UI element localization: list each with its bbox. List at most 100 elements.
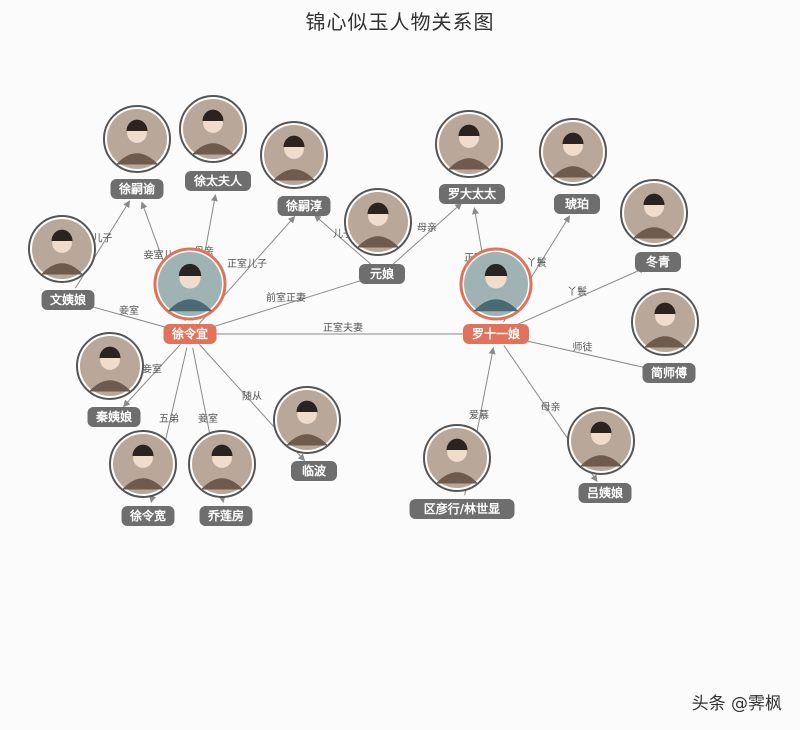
avatar-hair <box>446 438 468 450</box>
node-xuling[interactable]: 徐令宜 <box>153 247 227 344</box>
avatar-body <box>633 227 675 239</box>
avatar-body <box>122 478 164 490</box>
avatar-body <box>286 434 328 446</box>
node-label: 琥珀 <box>565 196 589 211</box>
avatar-body <box>357 236 399 248</box>
edge-yn-xsc <box>314 214 372 266</box>
node-label-pill <box>199 506 253 526</box>
node-lddt[interactable]: 罗大太太 <box>435 110 505 204</box>
node-qlf[interactable]: 乔莲房 <box>188 430 256 526</box>
edge-label: 五弟 <box>159 413 179 425</box>
node-label: 乔莲房 <box>207 508 244 523</box>
edge-label: 妾室 <box>119 304 139 317</box>
node-label-pill <box>87 407 141 427</box>
avatar-body <box>644 336 686 348</box>
avatar-body <box>116 153 158 165</box>
avatar-hair <box>51 229 73 241</box>
avatar-body <box>552 166 594 178</box>
node-yn[interactable]: 元娘 <box>344 188 412 284</box>
node-label-pill <box>635 252 681 272</box>
node-xsy[interactable]: 徐嗣谕 <box>103 105 171 199</box>
node-label: 罗十一娘 <box>472 326 520 341</box>
edge-label: 母亲 <box>417 221 437 234</box>
edge-label: 母亲 <box>541 401 561 414</box>
page-title: 锦心似玉人物关系图 <box>305 10 495 34</box>
avatar-body <box>580 455 622 467</box>
node-label-pill <box>121 506 175 526</box>
node-label-pill <box>291 461 337 481</box>
node-label-pill <box>110 179 164 199</box>
edge-xuling-wyn <box>80 302 177 331</box>
node-label-pill <box>554 194 600 214</box>
node-qyh[interactable]: 区彦行/林世显 <box>409 424 515 519</box>
node-xsc[interactable]: 徐嗣淳 <box>260 121 331 216</box>
avatar-hair <box>643 193 665 205</box>
watermark: 头条 @霁枫 <box>691 694 782 714</box>
node-label: 区彦行/林世显 <box>424 501 500 516</box>
node-label-pill <box>185 171 251 191</box>
node-wyn[interactable]: 文姨娘 <box>28 215 96 310</box>
node-label-pill <box>463 324 529 344</box>
edge-xuling-yn <box>203 276 370 331</box>
avatar-hair <box>202 109 224 121</box>
avatar-body <box>448 158 490 170</box>
avatar-hair <box>99 346 121 358</box>
avatar-hair <box>296 400 318 412</box>
node-label-pill <box>359 264 405 284</box>
avatar-body <box>436 472 478 484</box>
avatar-body <box>192 143 234 155</box>
avatar-hair <box>562 132 584 144</box>
avatar-hair <box>178 263 202 276</box>
edge-label: 妾室 <box>142 363 162 376</box>
node-label: 徐令宽 <box>129 508 166 523</box>
edge-xuling-qyn <box>122 343 181 408</box>
node-label: 徐嗣淳 <box>285 198 322 213</box>
node-lyn[interactable]: 吕姨娘 <box>567 407 635 503</box>
avatar-hair <box>132 444 154 456</box>
node-label: 临波 <box>302 463 327 478</box>
node-qyn[interactable]: 秦姨娘 <box>76 332 144 427</box>
node-label: 吕姨娘 <box>587 485 623 500</box>
node-label: 冬青 <box>646 254 670 269</box>
avatar-hair <box>458 124 480 136</box>
node-hp[interactable]: 琥珀 <box>539 118 607 214</box>
avatar-hair <box>126 119 148 131</box>
edge-label: 师徒 <box>573 341 593 354</box>
node-label: 文姨娘 <box>50 292 86 307</box>
node-xtfr[interactable]: 徐太夫人 <box>179 95 251 191</box>
node-label-pill <box>277 196 331 216</box>
avatar-body <box>473 299 519 312</box>
edge-yn-lddt <box>392 202 463 266</box>
node-xlk[interactable]: 徐令宽 <box>109 430 177 526</box>
avatar-body <box>273 169 315 181</box>
edge-luo11-dq <box>508 267 646 329</box>
node-label: 简师傅 <box>651 365 687 380</box>
avatar-hair <box>484 263 508 276</box>
edge-label: 丫鬟 <box>567 285 587 298</box>
node-luo11[interactable]: 罗十一娘 <box>459 247 533 344</box>
node-label-pill <box>409 499 515 519</box>
avatar-hair <box>211 444 233 456</box>
edge-label: 妾室 <box>198 412 218 425</box>
avatar-hair <box>590 421 612 433</box>
avatar-body <box>167 299 213 312</box>
node-dq[interactable]: 冬青 <box>620 179 688 272</box>
edge-label: 前室正妻 <box>266 291 306 304</box>
node-label: 徐嗣谕 <box>118 181 156 196</box>
nodes-layer: 徐令宜罗十一娘 徐嗣谕 徐太夫人徐嗣淳文姨娘 元娘 罗大太太琥珀冬青简师傅秦姨娘徐令宽 乔… <box>28 95 699 526</box>
node-label: 罗大太太 <box>448 186 497 201</box>
node-label: 徐太夫人 <box>193 173 243 188</box>
node-label-pill <box>578 483 632 503</box>
edge-label: 爱慕 <box>469 409 489 422</box>
edge-label: 正室夫妻 <box>323 321 363 334</box>
node-lb[interactable]: 临波 <box>273 386 341 481</box>
edge-label: 丫鬟 <box>527 256 547 269</box>
edge-luo11-jsf <box>509 336 657 372</box>
node-label-pill <box>163 324 217 344</box>
avatar-body <box>201 478 243 490</box>
avatar-body <box>41 263 83 275</box>
node-jsf[interactable]: 简师傅 <box>631 288 699 383</box>
node-label: 秦姨娘 <box>95 409 132 424</box>
node-label: 元娘 <box>370 266 394 281</box>
